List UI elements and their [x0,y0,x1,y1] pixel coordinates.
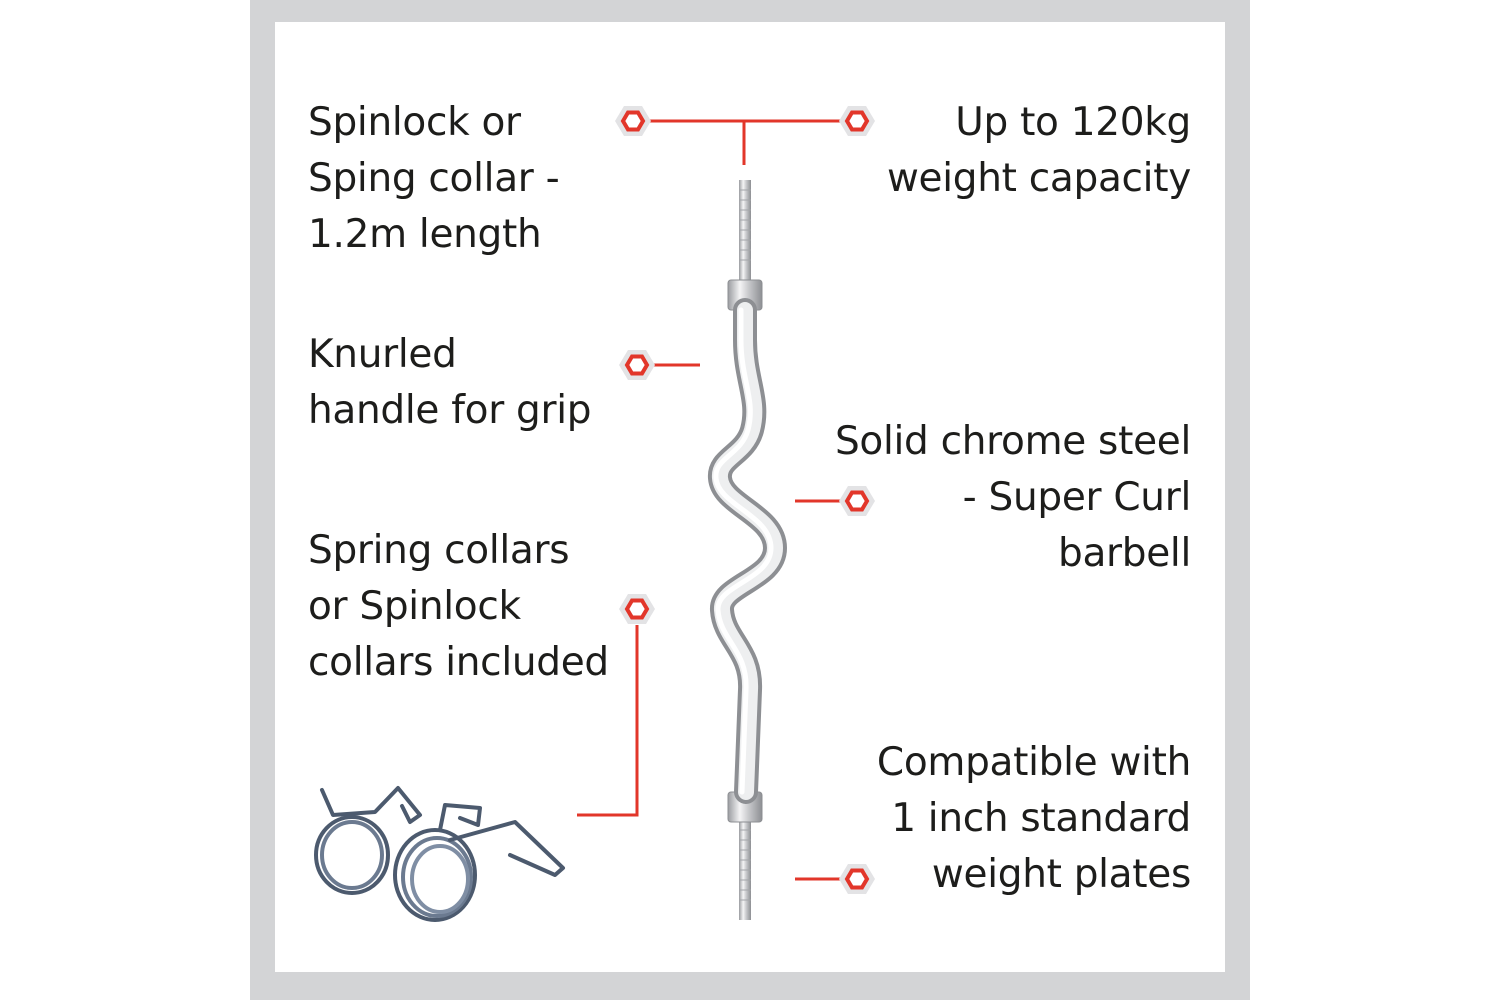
hex-nut-icon [613,104,653,138]
feature-collars-included: Spring collars or Spinlock collars inclu… [308,523,609,691]
feature-text-line: collars included [308,640,609,685]
hex-nut-icon [617,348,657,382]
feature-text-line: Spring collars [308,528,570,573]
hex-nut-icon [617,592,657,626]
feature-collar-length: Spinlock or Sping collar - 1.2m length [308,95,560,263]
feature-text-line: Sping collar - [308,156,560,201]
feature-text-line: Spinlock or [308,100,521,145]
hex-nut-icon [837,862,877,896]
feature-text-line: handle for grip [308,388,592,433]
feature-weight-capacity: Up to 120kg weight capacity [887,95,1191,207]
feature-text-line: barbell [1057,531,1191,576]
feature-compatibility: Compatible with 1 inch standard weight p… [877,735,1191,903]
spring-collars-image [314,786,565,922]
feature-text-line: weight capacity [886,156,1191,201]
feature-text-line: Knurled [308,332,457,377]
hex-nut-icon [837,104,877,138]
connector-lines [577,119,840,881]
connector-collars [577,625,639,817]
feature-text-line: 1 inch standard [891,796,1191,841]
feature-text-line: Compatible with [876,740,1191,785]
feature-text-line: Solid chrome steel [834,419,1191,464]
feature-knurled-handle: Knurled handle for grip [308,327,592,439]
feature-text-line: weight plates [931,852,1191,897]
feature-text-line: - Super Curl [962,475,1192,520]
feature-text-line: or Spinlock [308,584,521,629]
feature-chrome-steel: Solid chrome steel - Super Curl barbell [835,414,1191,582]
feature-text-line: 1.2m length [308,212,542,257]
feature-text-line: Up to 120kg [955,100,1191,145]
barbell-image [708,180,788,920]
